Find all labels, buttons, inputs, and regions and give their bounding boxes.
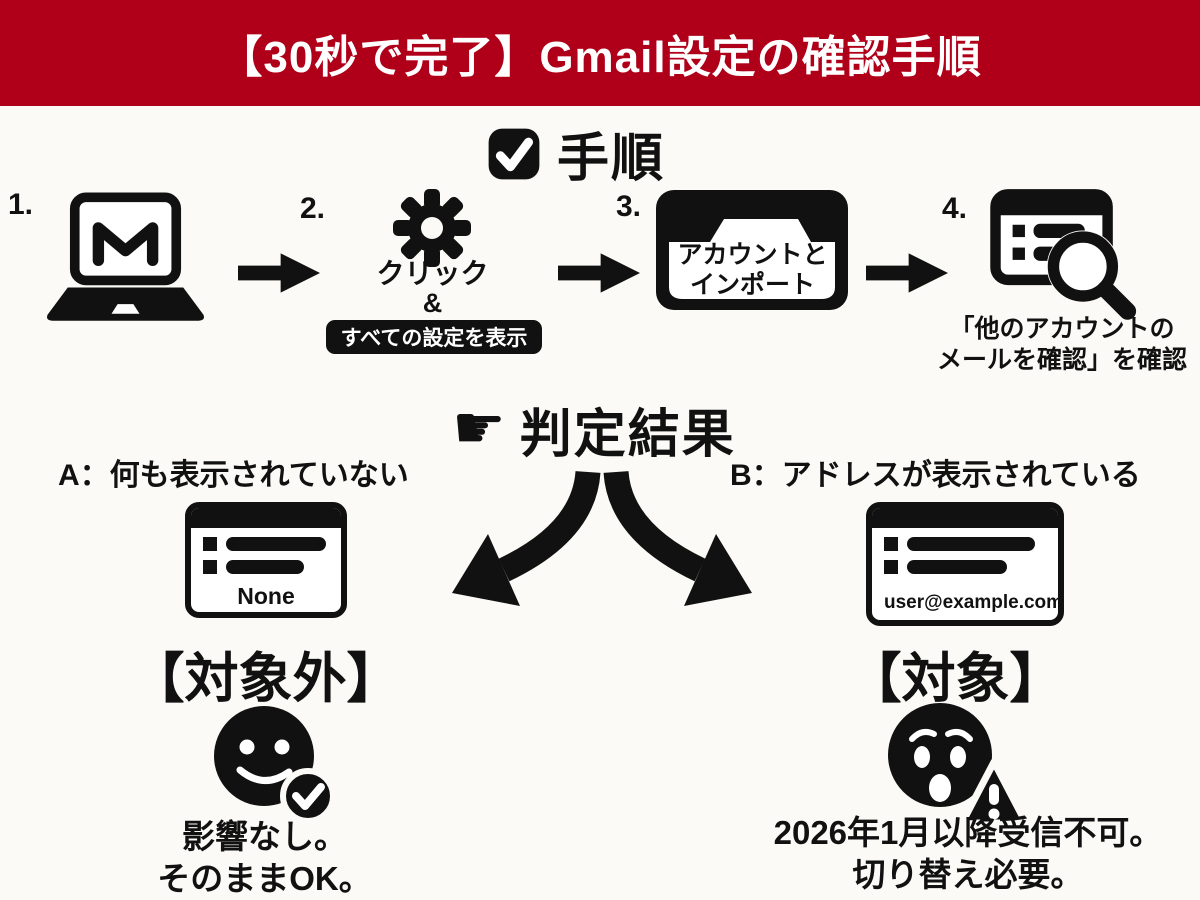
- branch-curved-arrows: [452, 470, 752, 606]
- branch-a-label: A：何も表示されていない: [58, 459, 409, 492]
- step-4-caption-line2: メールを確認」を確認: [936, 346, 1187, 374]
- branch-a-settings-card: None: [185, 502, 347, 618]
- branch-a-note-line2: そのままOK。: [157, 860, 372, 898]
- step-2-caption-amp: &: [422, 288, 443, 318]
- branch-b-verdict: 【対象】: [847, 649, 1064, 709]
- arrow-right-icon: [558, 253, 640, 293]
- pointing-hand-icon: ☛: [452, 393, 506, 461]
- step-1-number: 1.: [8, 188, 34, 221]
- smiley-check-icon: [214, 706, 336, 824]
- result-heading: ☛ 判定結果: [452, 392, 736, 467]
- branch-a-note-line1: 影響なし。: [182, 818, 347, 855]
- card-list-row: [203, 560, 329, 574]
- folder-icon: [656, 190, 848, 310]
- branch-a-card-value: None: [237, 583, 295, 609]
- branch-a-note: 影響なし。 そのままOK。: [92, 816, 437, 900]
- step-4-caption-line1: 「他のアカウントの: [949, 315, 1175, 343]
- arrow-down-left-icon: [452, 534, 520, 606]
- folder-label-line1: アカウントと: [677, 241, 828, 269]
- list-search-icon: [990, 189, 1137, 320]
- card-list-row: [203, 537, 329, 551]
- branch-a-verdict: 【対象外】: [130, 649, 401, 709]
- worried-warning-icon: [888, 703, 1030, 827]
- laptop-gmail-icon: [47, 192, 204, 321]
- arrow-right-icon: [238, 253, 320, 293]
- branch-b-settings-card: user@example.com: [866, 502, 1064, 626]
- step-2-number: 2.: [300, 192, 326, 225]
- card-list-row: [884, 537, 1046, 551]
- card-header-bar: [191, 508, 341, 528]
- branch-b-note: 2026年1月以降受信不可。 切り替え必要。: [738, 812, 1198, 896]
- gmail-logo: [92, 222, 159, 266]
- arrow-right-icon: [866, 253, 948, 293]
- branch-b-note-line1: 2026年1月以降受信不可。: [773, 814, 1163, 851]
- folder-label-line2: インポート: [689, 271, 815, 299]
- steps-heading: 手順: [485, 116, 665, 191]
- checkbox-icon: [488, 128, 540, 179]
- branch-b-label: B：アドレスが表示されている: [730, 459, 1141, 492]
- step-4-number: 4.: [942, 192, 968, 225]
- branch-b-card-value: user@example.com: [884, 592, 1064, 613]
- gear-icon: [393, 189, 471, 267]
- branch-b-note-line2: 切り替え必要。: [852, 856, 1084, 894]
- arrow-down-right-icon: [684, 534, 752, 606]
- step-4-caption: 「他のアカウントの メールを確認」を確認: [928, 314, 1196, 376]
- step-3-number: 3.: [616, 190, 642, 223]
- page-title: 【30秒で完了】Gmail設定の確認手順: [218, 33, 982, 82]
- title-banner: 【30秒で完了】Gmail設定の確認手順: [0, 0, 1200, 106]
- steps-heading-label: 手順: [557, 130, 666, 188]
- step-2-settings-badge: すべての設定を表示: [326, 320, 542, 354]
- step-2-caption-click: クリック: [376, 258, 489, 289]
- result-heading-label: 判定結果: [519, 406, 736, 464]
- card-list-row: [884, 560, 1046, 574]
- card-header-bar: [872, 508, 1058, 528]
- step-3-folder-label: アカウントと インポート: [660, 240, 845, 300]
